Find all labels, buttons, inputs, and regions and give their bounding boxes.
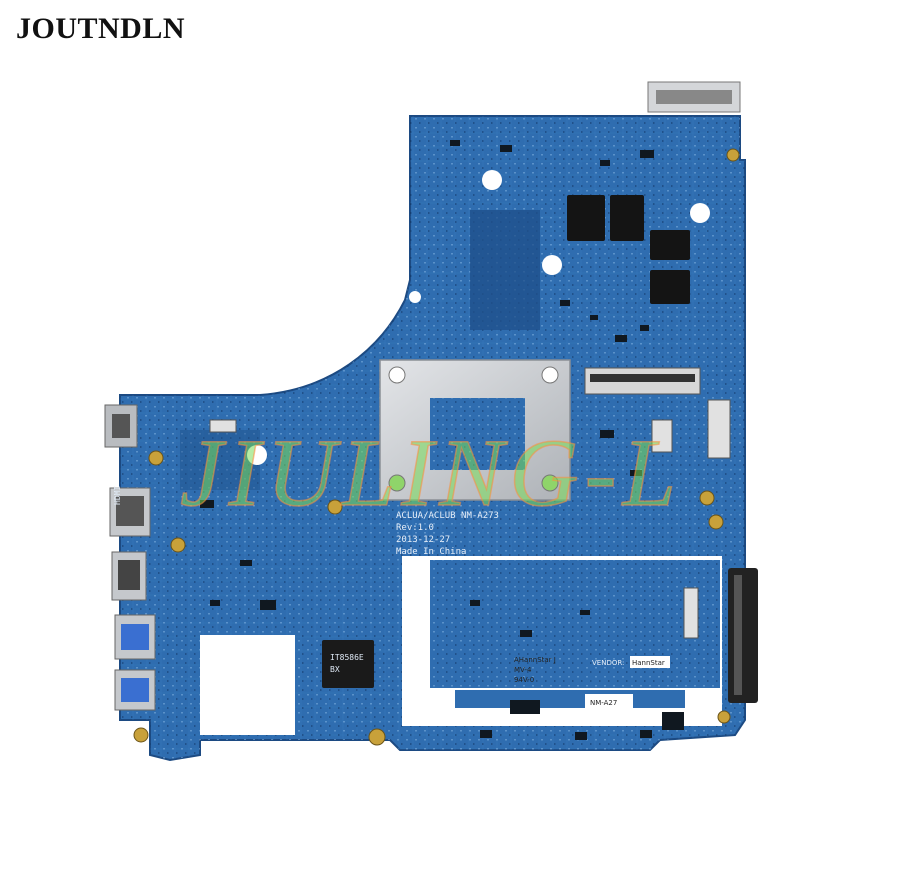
watermark-text: JIULING-L xyxy=(180,419,682,526)
side-io-ports xyxy=(104,404,156,711)
vendor-label-key: VENDOR: xyxy=(592,659,624,667)
silkscreen-text: ACLUA/ACLUB NM-A273 Rev:1.0 2013-12-27 M… xyxy=(113,486,499,557)
board-rev: Rev:1.0 xyxy=(396,523,434,533)
board-date: 2013-12-27 xyxy=(396,535,450,545)
pcb-mark-2: MV-4 xyxy=(514,666,532,674)
screw-pads xyxy=(133,148,740,746)
vendor-name: HannStar xyxy=(632,659,665,667)
board-cutout-left xyxy=(200,635,295,735)
pcb-mark-3: 94V-0 xyxy=(514,676,534,684)
chip-label-2: BX xyxy=(330,665,340,674)
board-tag-text: NM-A27 xyxy=(590,699,617,707)
memory-chips xyxy=(567,195,690,304)
mounting-holes xyxy=(247,170,710,465)
board-origin: Made In China xyxy=(396,547,466,557)
board-tag: NM-A27 xyxy=(585,694,633,710)
vendor-label: VENDOR: HannStar xyxy=(592,656,670,668)
cpu-mount-bracket xyxy=(379,359,571,501)
hdmi-label: HDMI xyxy=(113,486,122,505)
ec-chip xyxy=(322,640,374,688)
pcb-mark-1: AHannStar J xyxy=(514,656,556,664)
chip-label-1: IT8586E xyxy=(330,653,364,662)
sata-connector xyxy=(728,568,758,703)
brand-logo-text: JOUTNDLN xyxy=(16,12,186,45)
smd-components xyxy=(200,140,684,740)
pcb-cert-marks: AHannStar J MV-4 94V-0 xyxy=(514,656,556,684)
board-model: ACLUA/ACLUB NM-A273 xyxy=(396,511,499,521)
